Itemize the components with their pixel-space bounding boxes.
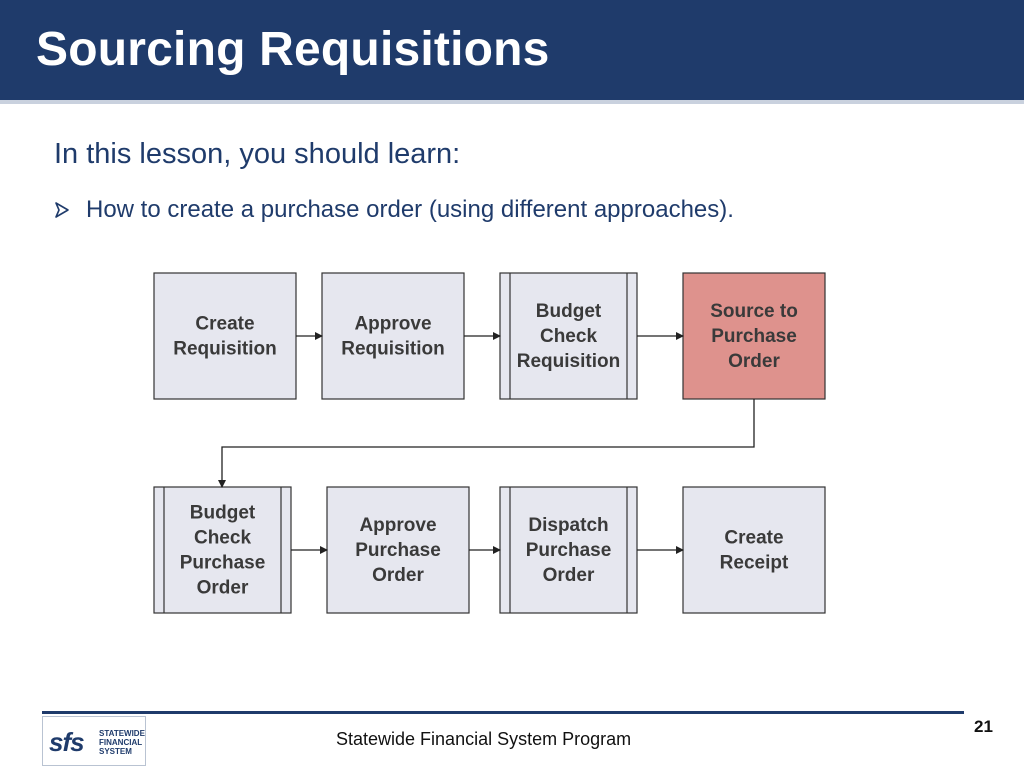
logo-line: SYSTEM (99, 747, 132, 756)
flow-step-rect (326, 486, 470, 614)
flow-step-rect (153, 486, 292, 614)
flow-step-rect (499, 486, 638, 614)
sfs-logo: sfs STATEWIDE FINANCIAL SYSTEM (42, 716, 146, 766)
title-bar (0, 0, 1024, 100)
flow-step-rect (153, 272, 297, 400)
flow-step-rect (321, 272, 465, 400)
logo-letters: sfs (49, 727, 85, 757)
footer-program-name: Statewide Financial System Program (336, 729, 632, 749)
logo-line: STATEWIDE (99, 729, 145, 738)
slide-title: Sourcing Requisitions (36, 23, 550, 76)
flow-step-rect (682, 486, 826, 614)
flow-step-rect (499, 272, 638, 400)
arrow-bullet-icon (54, 201, 70, 219)
bullet-item: How to create a purchase order (using di… (54, 196, 734, 224)
flow-arrow (218, 399, 755, 488)
page-number: 21 (974, 717, 993, 736)
logo-line: FINANCIAL (99, 738, 143, 747)
title-underline (0, 100, 1024, 104)
flow-step-rect (682, 272, 826, 400)
footer-rule (42, 711, 964, 714)
lesson-intro: In this lesson, you should learn: (54, 138, 461, 170)
bullet-text: How to create a purchase order (using di… (86, 196, 734, 223)
